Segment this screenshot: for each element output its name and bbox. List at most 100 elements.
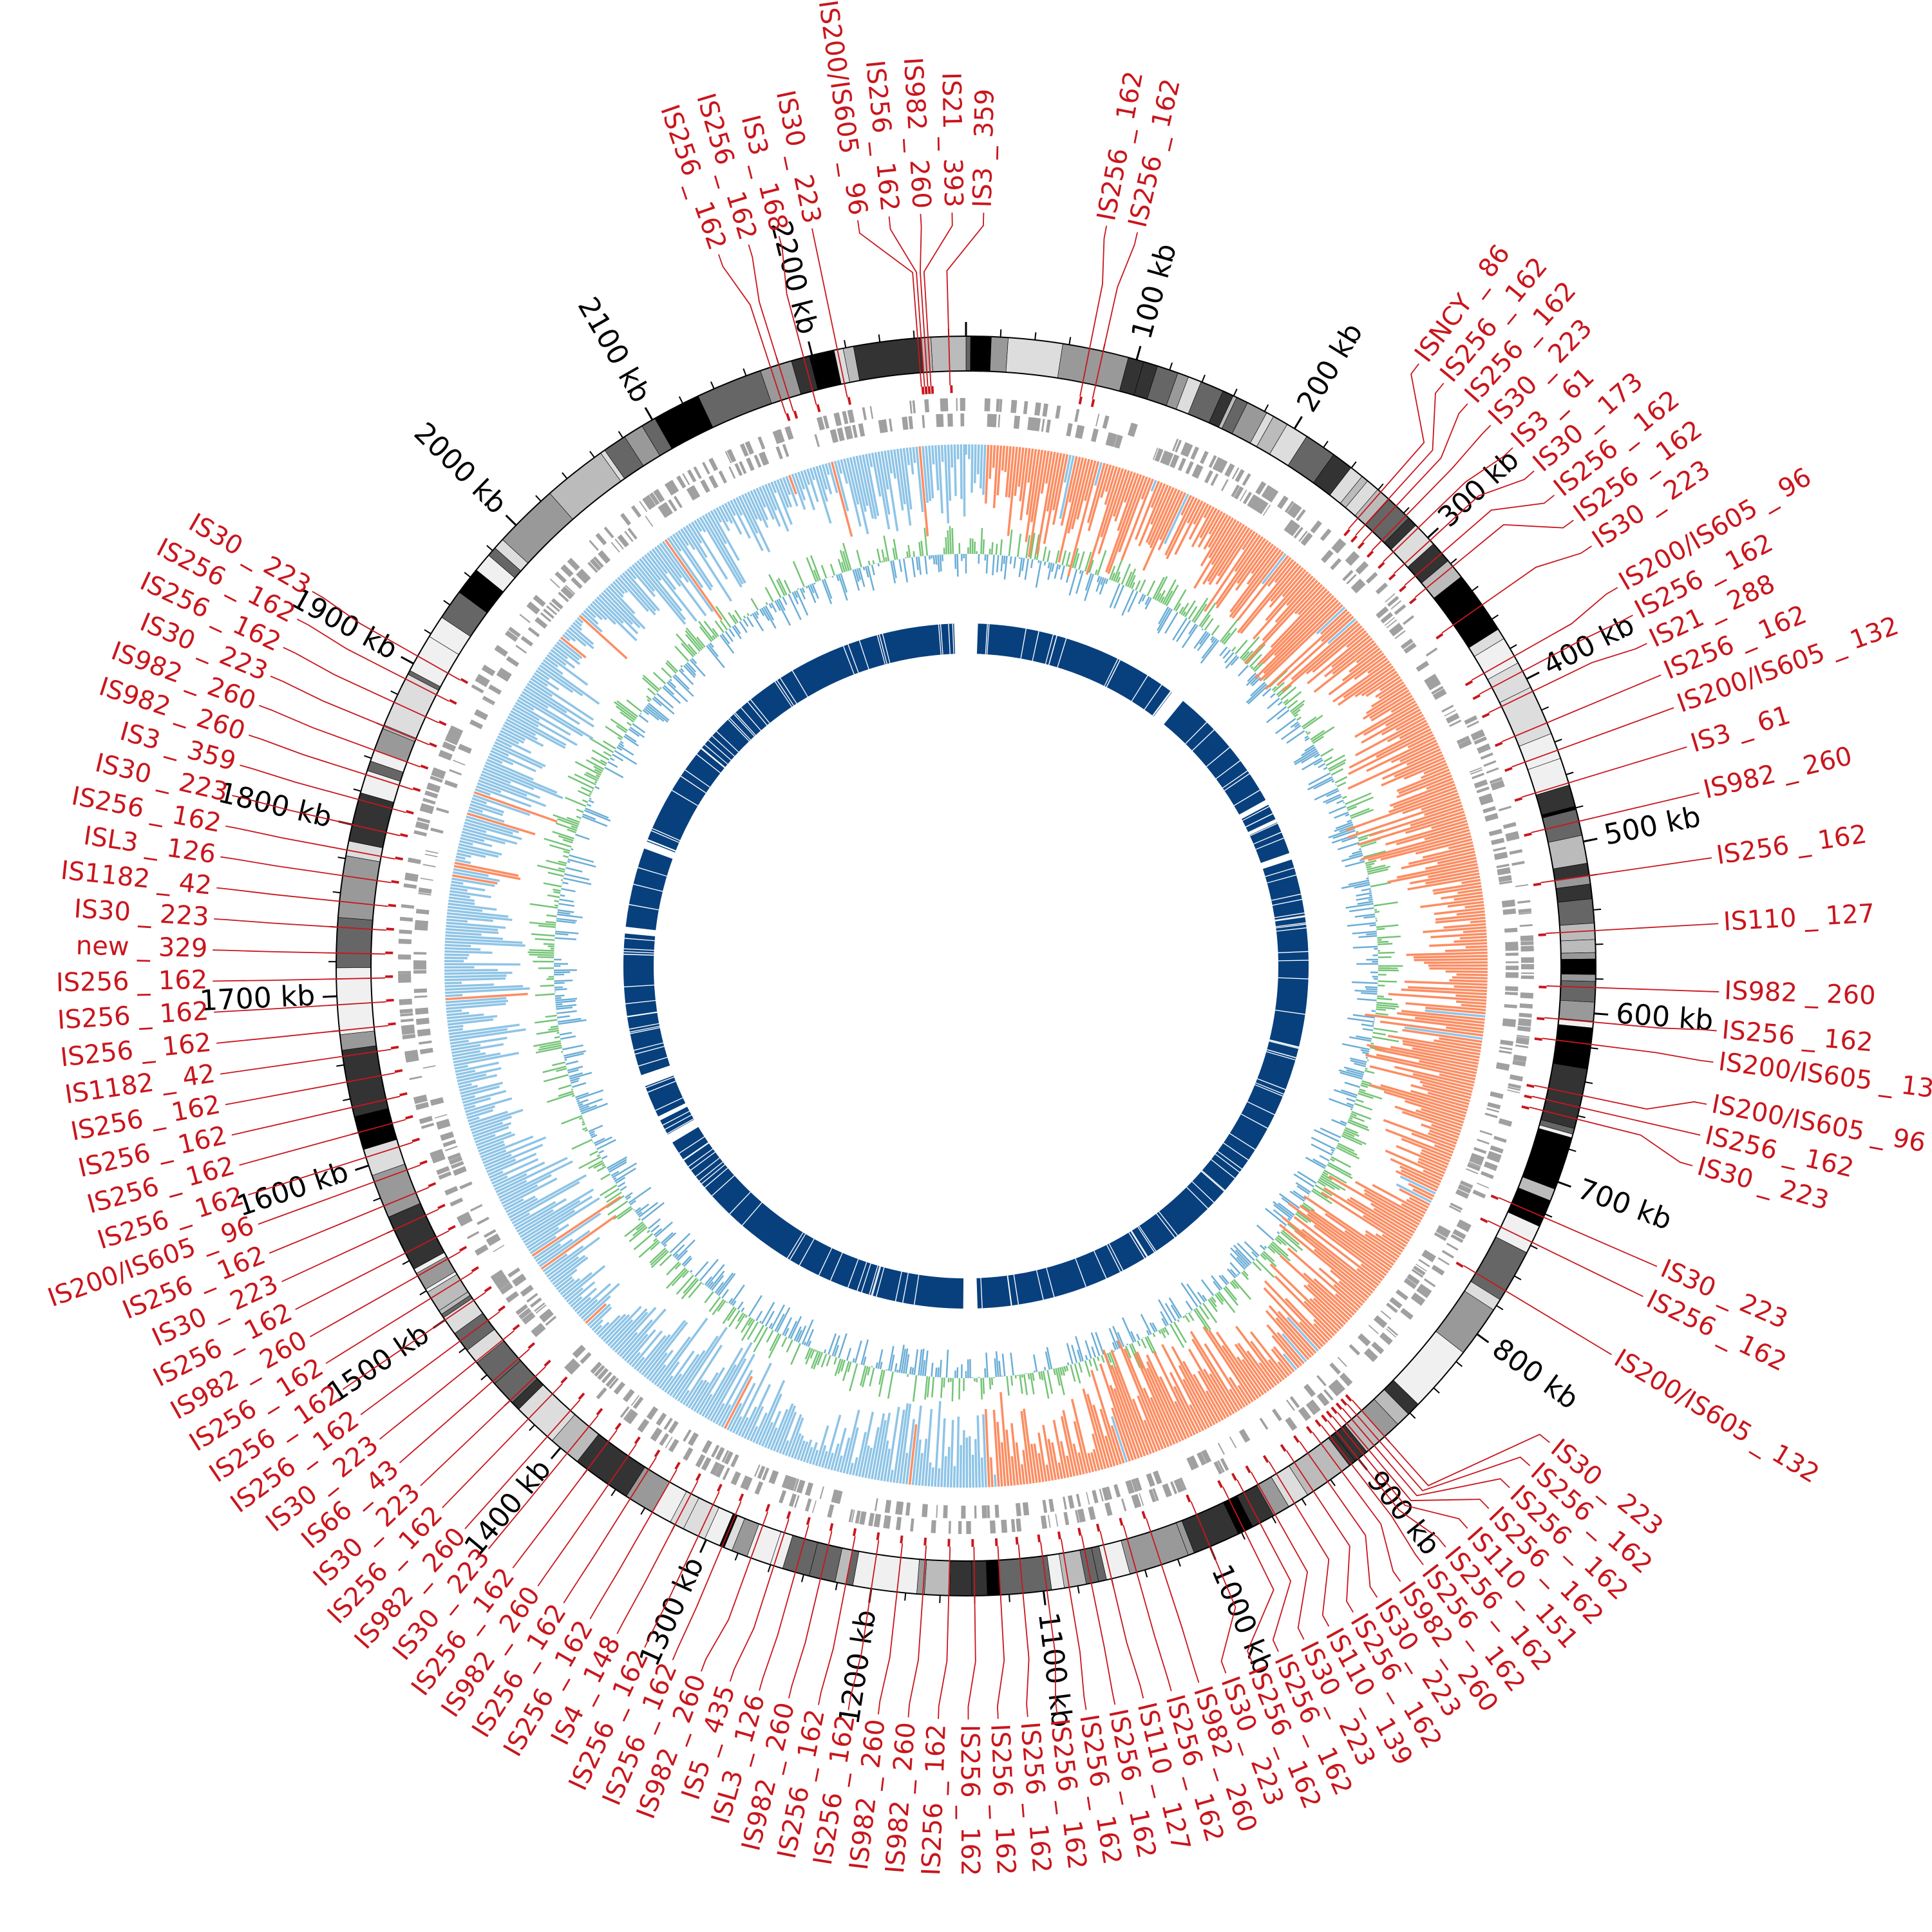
gc-skew-bar — [759, 486, 775, 520]
gc-content-spike — [1108, 565, 1116, 580]
gene-block — [858, 423, 865, 437]
gc-skew-bar — [1062, 1410, 1079, 1476]
inner-block — [730, 702, 767, 740]
gc-skew-bar — [466, 1109, 494, 1119]
gene-block — [1210, 473, 1219, 486]
gc-content-spike — [1198, 632, 1209, 645]
is-element-mark — [1077, 1528, 1082, 1536]
gene-block — [1013, 415, 1021, 430]
gc-content-spike — [1231, 1280, 1240, 1289]
minor-tick — [419, 1290, 427, 1296]
gc-skew-bar — [1287, 1202, 1387, 1276]
gc-content-spike — [663, 685, 675, 696]
gene-block — [721, 1450, 728, 1463]
gc-skew-bar — [741, 494, 771, 553]
gene-block — [1363, 1349, 1378, 1363]
gc-skew-bar — [788, 1417, 804, 1457]
gc-skew-bar — [677, 530, 689, 546]
gene-block — [1484, 1162, 1498, 1168]
gene-block — [722, 1467, 730, 1481]
gc-skew-bar — [815, 1425, 829, 1466]
inner-block-line — [1222, 770, 1248, 789]
gc-content-spike — [907, 545, 911, 558]
gc-content-spike — [566, 817, 580, 824]
gene-block — [788, 1493, 794, 1506]
is-leader-line — [1321, 1425, 1424, 1566]
gc-skew-bar — [466, 815, 520, 834]
gene-block — [519, 614, 531, 623]
gene-block — [1197, 1452, 1207, 1466]
gc-skew-bar — [992, 445, 999, 509]
gc-skew-bar — [664, 539, 723, 621]
is-element-mark — [1481, 712, 1490, 719]
gc-skew-bar — [797, 1440, 806, 1461]
gc-content-spike — [707, 643, 719, 658]
major-tick — [355, 1164, 369, 1171]
gc-skew-bar — [478, 1141, 504, 1153]
gene-block — [567, 558, 580, 571]
gene-block — [849, 425, 853, 439]
gc-content-spike — [923, 527, 929, 556]
gene-block — [1291, 506, 1302, 518]
gc-content-spike — [712, 1299, 724, 1316]
gene-block — [1425, 647, 1438, 657]
gc-content-spike — [1034, 534, 1040, 560]
gene-block — [695, 1454, 706, 1468]
inner-block-line — [848, 644, 859, 673]
gc-content-spike — [1350, 1108, 1353, 1111]
gc-content-spike — [743, 615, 746, 619]
gc-content-spike — [1198, 1305, 1209, 1320]
gc-content-spike — [1370, 1042, 1374, 1045]
gene-block — [1386, 1302, 1398, 1313]
gene-block — [450, 725, 464, 735]
is-element-mark — [1262, 1455, 1269, 1463]
gc-content-spike — [616, 700, 638, 718]
gc-content-spike — [1347, 806, 1358, 811]
gc-skew-bar — [455, 1061, 499, 1073]
gene-block — [1257, 500, 1268, 515]
gc-skew-bar — [1429, 1129, 1458, 1142]
gc-content-spike — [1241, 1271, 1249, 1280]
gc-content-spike — [1319, 1155, 1330, 1162]
gene-block — [1410, 1295, 1423, 1306]
gene-block — [1255, 499, 1265, 513]
gc-skew-bar — [1010, 1423, 1019, 1486]
gc-content-spike — [544, 837, 572, 848]
gc-content-spike — [1129, 574, 1136, 589]
gc-skew-bar — [764, 484, 777, 511]
gc-skew-bar — [446, 912, 513, 922]
gene-block — [668, 480, 679, 493]
gene-block — [1356, 562, 1369, 575]
gene-block — [1146, 1473, 1155, 1487]
gc-content-spike — [527, 951, 554, 954]
gc-content-spike — [1267, 697, 1280, 710]
gene-block — [687, 469, 697, 483]
gc-skew-bar — [752, 489, 769, 520]
gene-block — [1063, 1511, 1070, 1526]
gc-skew-bar — [576, 1283, 612, 1315]
inner-block-line — [683, 1142, 709, 1161]
inner-block — [708, 718, 750, 760]
gene-block — [403, 883, 417, 889]
gene-block — [404, 1051, 418, 1056]
gene-block — [1345, 551, 1356, 563]
gc-skew-bar — [1396, 1144, 1448, 1169]
gc-content-spike — [902, 1348, 909, 1374]
gene-block — [1500, 1039, 1513, 1046]
gc-skew-bar — [1022, 1450, 1028, 1484]
gc-skew-bar — [1313, 1224, 1385, 1279]
gc-skew-bar — [755, 1379, 786, 1444]
gc-skew-bar — [641, 556, 662, 581]
gc-content-spike — [890, 1354, 895, 1372]
gene-block — [1416, 1285, 1430, 1298]
gene-block — [1368, 1325, 1379, 1334]
gc-skew-bar — [544, 656, 559, 668]
gc-skew-bar — [565, 1287, 584, 1303]
gc-content-spike — [1360, 841, 1377, 848]
gc-content-spike — [653, 1228, 663, 1236]
gene-block — [1063, 1496, 1067, 1510]
gene-block — [1494, 854, 1508, 859]
gc-content-spike — [911, 557, 916, 578]
gc-skew-bar — [554, 1269, 578, 1288]
gc-content-spike — [842, 551, 850, 571]
